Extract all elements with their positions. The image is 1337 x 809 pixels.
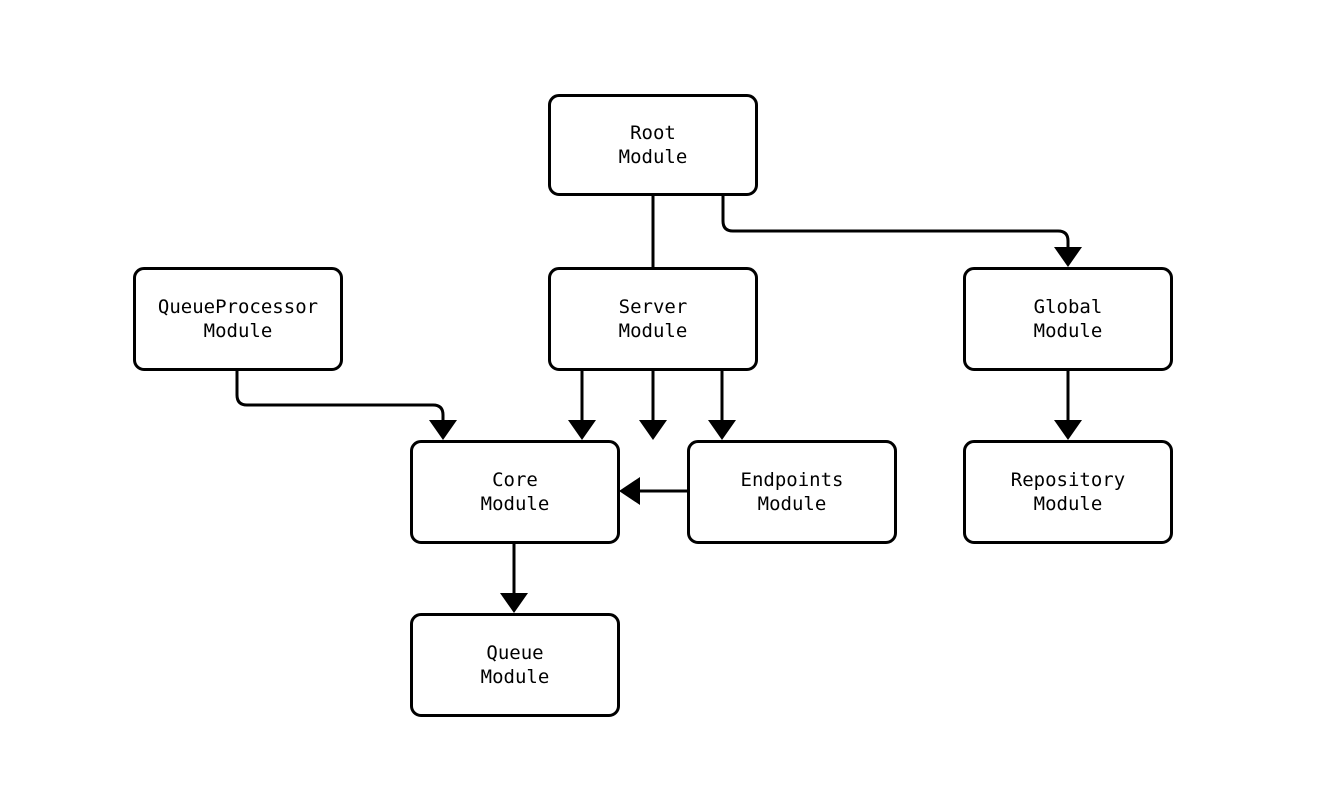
arrowhead-left [619, 477, 640, 505]
node-label-name: Repository [1010, 468, 1126, 491]
node-root-module[interactable]: Root Module [548, 94, 758, 196]
node-label-suffix: Module [618, 319, 688, 342]
arrowhead-down [500, 593, 528, 613]
node-label-suffix: Module [480, 492, 550, 515]
node-label-name: Endpoints [740, 468, 844, 491]
node-label-suffix: Module [480, 665, 550, 688]
node-label-name: QueueProcessor [157, 295, 319, 318]
node-label-suffix: Module [618, 145, 688, 168]
edge-server-to-core [568, 371, 596, 440]
node-label-name: Server [618, 295, 688, 318]
arrowhead-down [708, 420, 736, 440]
node-server-module[interactable]: Server Module [548, 267, 758, 371]
edge-endpoints-to-core [619, 477, 687, 505]
node-label-suffix: Module [203, 319, 273, 342]
node-label-name: Global [1033, 295, 1103, 318]
edge-line [235, 371, 445, 432]
node-queueprocessor-module[interactable]: QueueProcessor Module [133, 267, 343, 371]
edge-core-to-queue [500, 544, 528, 613]
node-queue-module[interactable]: Queue Module [410, 613, 620, 717]
node-repository-module[interactable]: Repository Module [963, 440, 1173, 544]
edge-root-to-global [721, 196, 1082, 267]
edge-line [721, 196, 1070, 259]
node-label-suffix: Module [1033, 492, 1103, 515]
node-label-name: Queue [486, 641, 544, 664]
arrowhead-down [1054, 247, 1082, 267]
node-core-module[interactable]: Core Module [410, 440, 620, 544]
node-label-suffix: Module [757, 492, 827, 515]
node-label-suffix: Module [1033, 319, 1103, 342]
arrowhead-down [639, 420, 667, 440]
edge-queueprocessor-to-core [235, 371, 457, 440]
node-global-module[interactable]: Global Module [963, 267, 1173, 371]
arrowhead-down [568, 420, 596, 440]
node-label-name: Root [630, 121, 676, 144]
node-endpoints-module[interactable]: Endpoints Module [687, 440, 897, 544]
arrowhead-down [1054, 420, 1082, 440]
arrowhead-down [429, 420, 457, 440]
edge-global-to-repository [1054, 371, 1082, 440]
edge-server-to-endpoints [708, 371, 736, 440]
node-label-name: Core [492, 468, 538, 491]
